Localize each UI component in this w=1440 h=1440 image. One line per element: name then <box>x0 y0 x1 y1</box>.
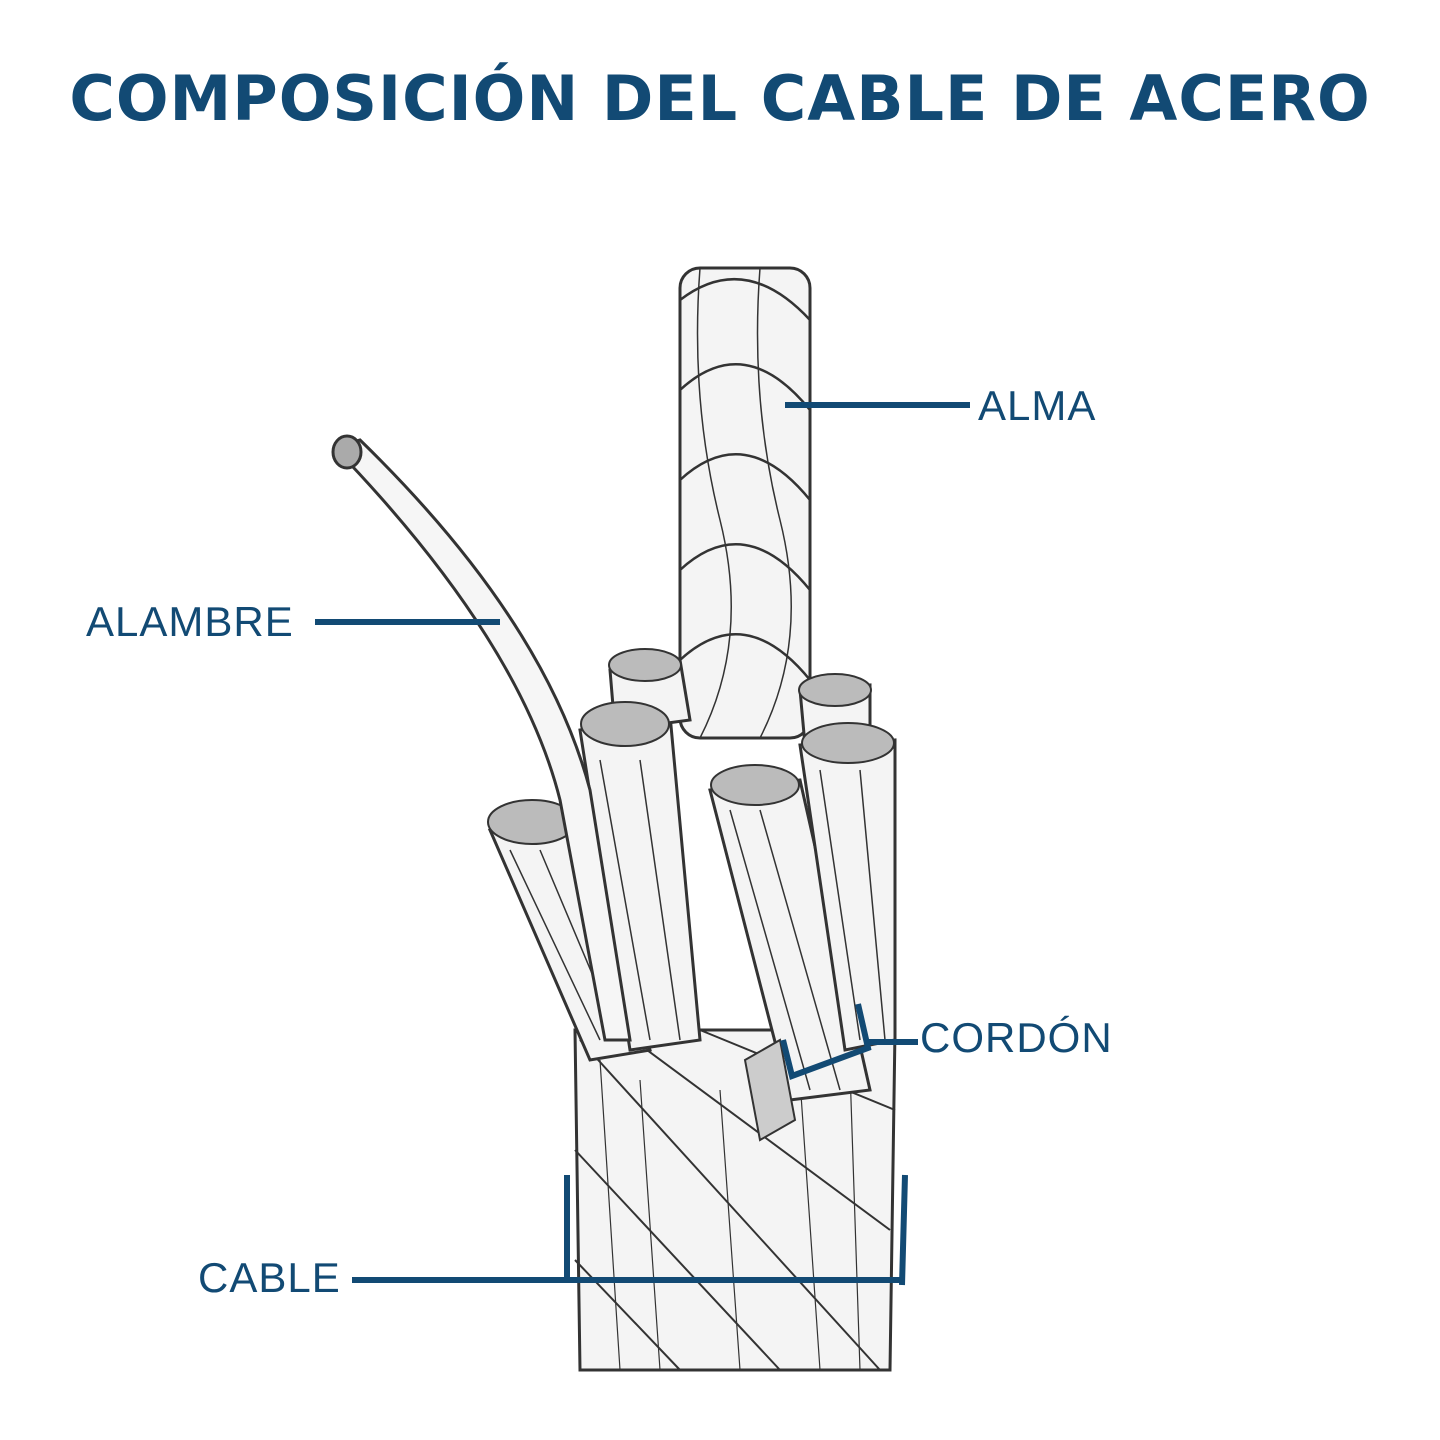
core-strand <box>678 266 812 740</box>
label-cordon: CORDÓN <box>920 1014 1113 1061</box>
cordon-leader-line <box>780 1003 918 1080</box>
strand-ends <box>487 648 895 845</box>
label-cable: CABLE <box>198 1254 341 1301</box>
label-alambre: ALAMBRE <box>86 598 294 645</box>
single-wire <box>331 434 632 1042</box>
cable-leader-line <box>352 1174 908 1286</box>
label-alma: ALMA <box>978 382 1097 429</box>
diagram-title: COMPOSICIÓN DEL CABLE DE ACERO <box>69 62 1371 135</box>
